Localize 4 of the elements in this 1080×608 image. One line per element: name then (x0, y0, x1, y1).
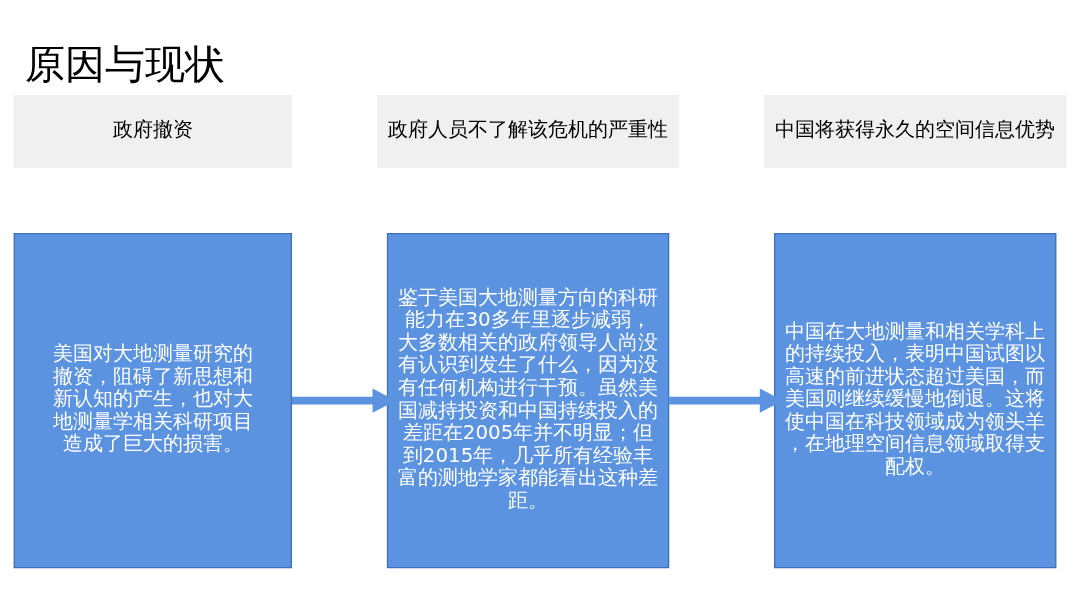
node-box: 中国在大地测量和相关学科上的持续投入，表明中国试图以高速的前进状态超过美国，而美国则继续缓慢地倒退。这将使中国在科技领域成为领头羊，在地理空间信息领域取得支配权。 (774, 232, 1057, 568)
diagram-title: 原因与现状 (24, 40, 225, 87)
node-box: 美国对大地测量研究的撤资，阻碍了新思想和新认知的产生，也对大地测量学相关科研项目造成了巨大的损害。 (13, 232, 293, 568)
node-box: 鉴于美国大地测量方向的科研能力在30多年里逐步减弱，大多数相关的政府领导人尚没有认识到发生了什么，因为没有任何机构进行干预。虽然美国减持投资和中国持续投入的差距在2005年并不明显；但到2015年，几乎所有经验丰富的测地学家都能看出这种差距。 (386, 232, 670, 568)
